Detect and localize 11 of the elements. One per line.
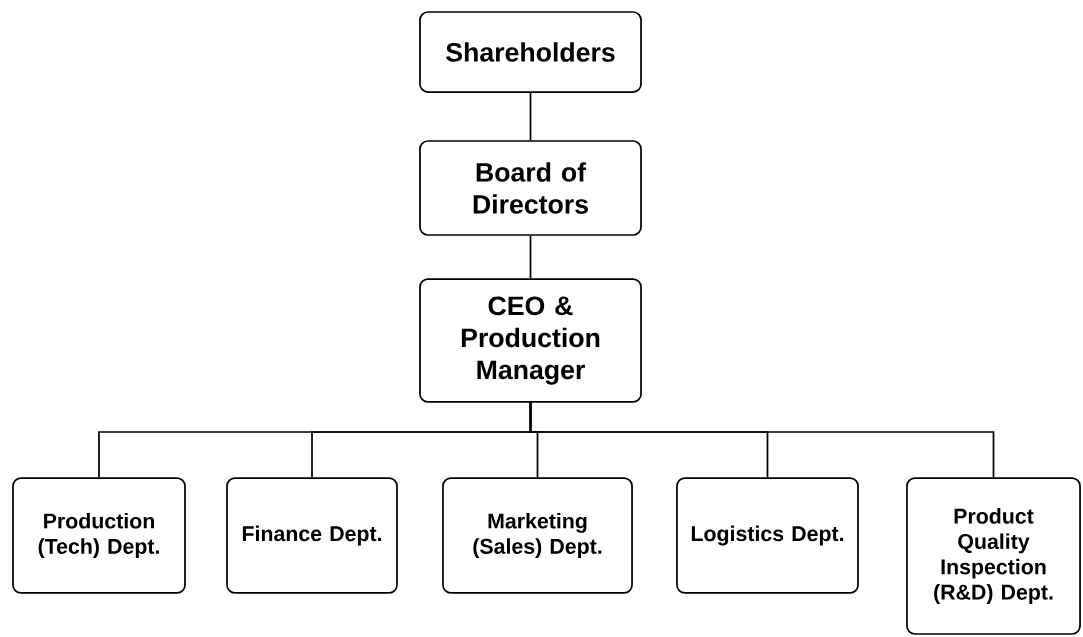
box: Logistics Dept.	[676, 477, 859, 594]
box: CEO & Production Manager	[419, 278, 642, 403]
box: Production (Tech) Dept.	[12, 477, 186, 594]
connector-line	[529, 235, 532, 280]
box: Board of Directors	[419, 140, 642, 236]
connector-line	[529, 92, 532, 141]
box: Shareholders	[419, 11, 642, 93]
box: Finance Dept.	[226, 477, 398, 594]
box: Marketing (Sales) Dept.	[442, 477, 633, 594]
connector-line	[529, 401, 995, 478]
box: Product Quality Inspection (R&D) Dept.	[906, 477, 1081, 635]
